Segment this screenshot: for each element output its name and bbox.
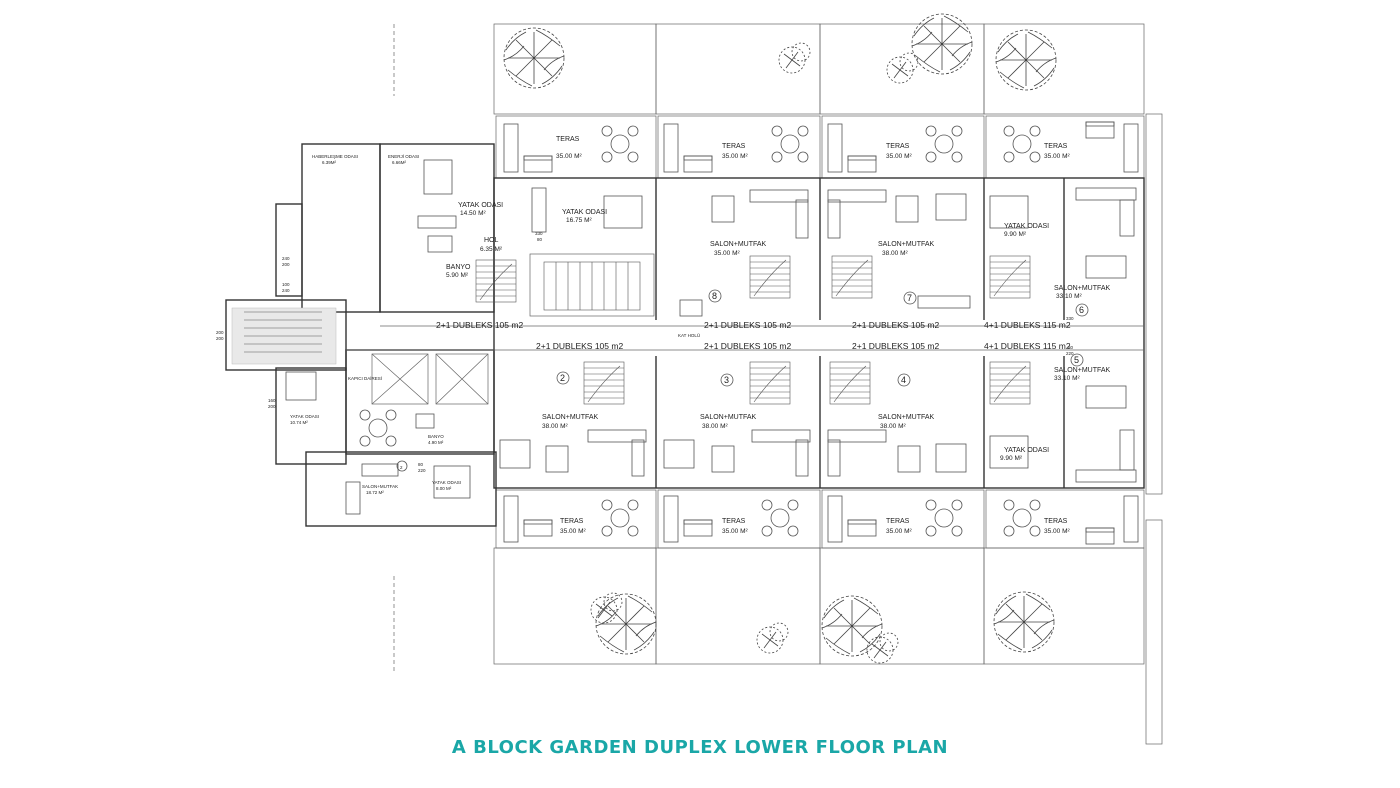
- teras-area: 35.00 M²: [1044, 528, 1070, 535]
- teras-label: TERAS: [1044, 143, 1068, 150]
- haberlesme-area: 6.39M²: [322, 160, 337, 165]
- garden-top: [493, 13, 1145, 115]
- dim-tag: 330: [1066, 316, 1074, 321]
- unit-number: 5: [1074, 355, 1079, 365]
- hol-label: HOL: [484, 237, 499, 244]
- unit-label-bottom: 4+1 DUBLEKS 115 m2: [984, 341, 1071, 351]
- dim-tag: 200: [216, 336, 224, 341]
- side-yatak2-label: YATAK ODASI: [432, 480, 461, 485]
- banyo-label: BANYO: [446, 264, 471, 271]
- side-salon-label: SALON+MUTFAK: [362, 484, 398, 489]
- teras-label: TERAS: [1044, 518, 1068, 525]
- side-salon-area: 18.72 M²: [366, 490, 384, 495]
- salon-area: 33.10 M²: [1056, 293, 1082, 300]
- dim-tag: 100: [282, 282, 290, 287]
- unit-number: 2: [560, 373, 565, 383]
- banyo-area: 5.90 M²: [446, 272, 469, 279]
- salon-label: SALON+MUTFAK: [700, 414, 757, 421]
- dim-tag: 80: [537, 237, 543, 242]
- site-wall-right-bottom: [1145, 519, 1163, 745]
- salon-label: SALON+MUTFAK: [1054, 367, 1111, 374]
- teras-label: TERAS: [556, 136, 580, 143]
- teras-area: 35.00 M²: [886, 153, 912, 160]
- dim-tag: 220: [1066, 351, 1074, 356]
- side-yatak-label: YATAK ODASI: [290, 414, 319, 419]
- salon-label: SALON+MUTFAK: [878, 241, 935, 248]
- unit-number: 8: [712, 291, 717, 301]
- teras-area: 35.00 M²: [722, 153, 748, 160]
- unit-number: 7: [907, 293, 912, 303]
- teras-area: 35.00 M²: [560, 528, 586, 535]
- side-yatak-area: 10.74 M²: [290, 420, 308, 425]
- salon-area: 38.00 M²: [880, 423, 906, 430]
- dim-tag: 240: [282, 288, 290, 293]
- site-wall-right-top: [1145, 113, 1163, 495]
- dim-tag: 240: [282, 256, 290, 261]
- yatak-label: YATAK ODASI: [562, 209, 607, 216]
- page-title: A BLOCK GARDEN DUPLEX LOWER FLOOR PLAN: [451, 737, 949, 758]
- unit-label-top: 2+1 DUBLEKS 105 m2: [852, 320, 939, 330]
- dim-tag: 330: [535, 231, 543, 236]
- teras-label: TERAS: [722, 143, 746, 150]
- unit-number: 2: [400, 465, 403, 470]
- teras-area: 35.00 M²: [556, 153, 582, 160]
- dim-tag: 200: [216, 330, 224, 335]
- garden-bottom: [493, 547, 1145, 665]
- hol-area: 6.35 M²: [480, 246, 503, 253]
- haberlesme-label: HABERLEŞME ODASI: [312, 154, 358, 159]
- unit-labels: 2+1 DUBLEKS 105 m2 2+1 DUBLEKS 105 m2 2+…: [436, 320, 1071, 351]
- salon-area: 38.00 M²: [702, 423, 728, 430]
- salon-label: SALON+MUTFAK: [878, 414, 935, 421]
- enerji-label: ENERJİ ODASI: [388, 153, 419, 159]
- kat-holu-label: KAT HOLÜ: [678, 332, 700, 338]
- salon-area: 33.10 M²: [1054, 375, 1080, 382]
- salon-label: SALON+MUTFAK: [1054, 285, 1111, 292]
- salon-area: 35.00 M²: [714, 250, 740, 257]
- teras-label: TERAS: [560, 518, 584, 525]
- salon-label: SALON+MUTFAK: [542, 414, 599, 421]
- room-labels: TERAS 35.00 M² TERAS 35.00 M² TERAS 35.0…: [290, 136, 1111, 535]
- teras-label: TERAS: [886, 518, 910, 525]
- dim-tag: 220: [418, 468, 426, 473]
- unit-label-top: 2+1 DUBLEKS 105 m2: [436, 320, 523, 330]
- teras-label: TERAS: [886, 143, 910, 150]
- yatak-label: YATAK ODASI: [1004, 447, 1049, 454]
- yatak-label: YATAK ODASI: [458, 202, 503, 209]
- dim-tag: 200: [282, 262, 290, 267]
- unit-label-bottom: 2+1 DUBLEKS 105 m2: [536, 341, 623, 351]
- unit-label-top: 4+1 DUBLEKS 115 m2: [984, 320, 1071, 330]
- yatak-area: 9.90 M²: [1000, 455, 1023, 462]
- unit-numbers: 8 7 6 2 3 4 5 2: [396, 289, 1089, 472]
- enerji-area: 6.66M²: [392, 160, 407, 165]
- salon-area: 38.00 M²: [542, 423, 568, 430]
- teras-area: 35.00 M²: [1044, 153, 1070, 160]
- dim-tag: 200: [268, 404, 276, 409]
- salon-area: 38.00 M²: [882, 250, 908, 257]
- side-banyo-area: 4.90 M²: [428, 440, 444, 445]
- side-banyo-label: BANYO: [428, 434, 444, 439]
- yatak-area: 14.50 M²: [460, 210, 486, 217]
- unit-label-top: 2+1 DUBLEKS 105 m2: [704, 320, 791, 330]
- salon-label: SALON+MUTFAK: [710, 241, 767, 248]
- unit-number: 4: [901, 375, 906, 385]
- teras-area: 35.00 M²: [722, 528, 748, 535]
- dim-tag: 80: [1068, 345, 1074, 350]
- dimension-tags: 330 80 330 80 220 80 220 200 200 240 200…: [216, 231, 1074, 473]
- teras-area: 35.00 M²: [886, 528, 912, 535]
- unit-label-bottom: 2+1 DUBLEKS 105 m2: [852, 341, 939, 351]
- unit-number: 6: [1079, 305, 1084, 315]
- dim-tag: 160: [268, 398, 276, 403]
- dim-tag: 80: [418, 462, 424, 467]
- kapici-label: KAPICI DAİRESİ: [348, 375, 382, 381]
- side-yatak2-area: 8.00 M²: [436, 486, 452, 491]
- yatak-area: 9.90 M²: [1004, 231, 1027, 238]
- teras-label: TERAS: [722, 518, 746, 525]
- unit-label-bottom: 2+1 DUBLEKS 105 m2: [704, 341, 791, 351]
- yatak-area: 16.75 M²: [566, 217, 592, 224]
- stairs: [244, 255, 1031, 405]
- yatak-label: YATAK ODASI: [1004, 223, 1049, 230]
- unit-number: 3: [724, 375, 729, 385]
- interior-furniture: [285, 159, 1137, 515]
